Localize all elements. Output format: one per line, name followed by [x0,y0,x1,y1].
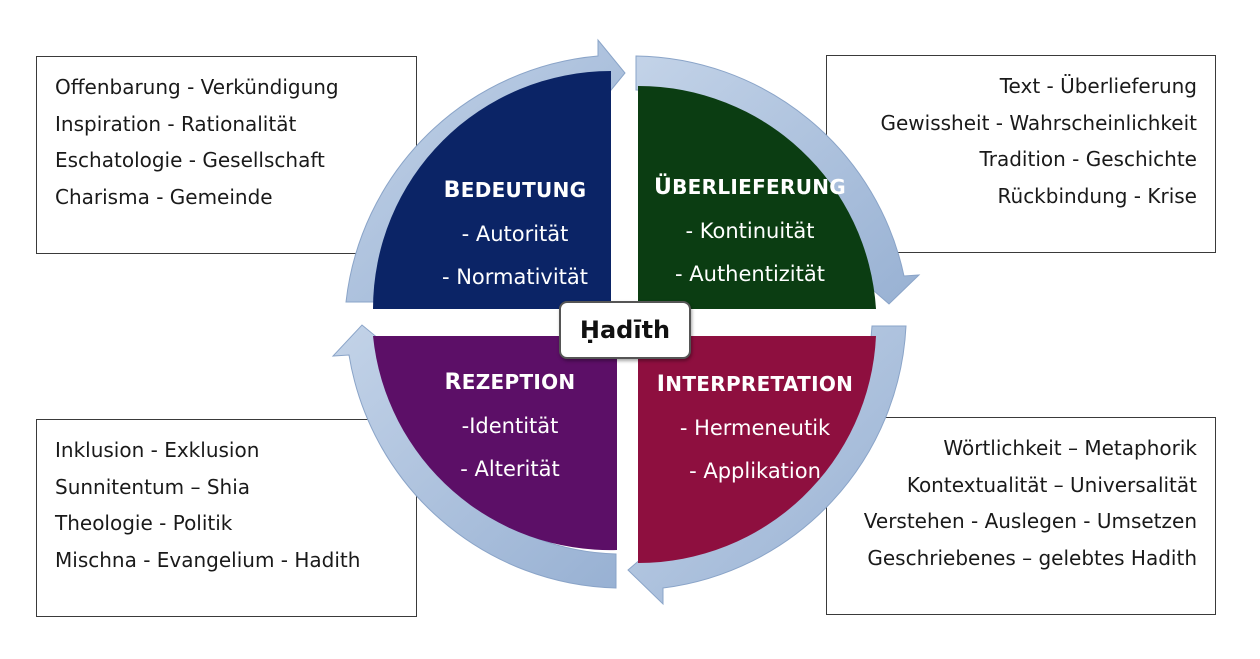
rezeption-item: -Identität [461,414,559,438]
box-line: Rückbindung - Krise [997,183,1197,208]
box-line: Wörtlichkeit – Metaphorik [943,436,1197,460]
interpretation-label-group: INTERPRETATION - Hermeneutik - Applikati… [640,362,870,493]
box-line: Theologie - Politik [55,511,233,535]
bedeutung-title: BEDEUTUNG [443,178,587,203]
interpretation-item: - Applikation [689,459,821,483]
quadrant-bedeutung [373,71,611,309]
box-line: Offenbarung - Verkündigung [55,75,339,99]
ueberlieferung-item: - Authentizität [675,262,825,286]
ueberlieferung-label-group: ÜBERLIEFERUNG - Kontinuität - Authentizi… [640,165,860,296]
ueberlieferung-title: ÜBERLIEFERUNG [653,175,847,200]
box-line: Kontextualität – Universalität [906,472,1197,497]
bedeutung-item: - Autorität [461,222,569,246]
quadrant-rezeption [373,336,617,551]
box-line: Geschriebenes – gelebtes Hadith [867,545,1197,570]
box-line: Inklusion - Exklusion [55,438,260,462]
box-line: Verstehen - Auslegen - Umsetzen [863,509,1197,533]
center-label: Ḥadīth [559,301,691,359]
rezeption-item: - Alterität [460,457,560,481]
box-line: Text - Überlieferung [999,74,1197,98]
rezeption-label-group: REZEPTION -Identität - Alterität [410,360,610,491]
quadrant-interpretation [638,336,876,564]
top-left-box: Offenbarung - Verkündigung Inspiration -… [36,56,417,254]
bedeutung-label-group: BEDEUTUNG - Autorität - Normativität [415,168,615,299]
bedeutung-item: - Normativität [441,265,589,289]
box-line: Mischna - Evangelium - Hadith [55,547,361,572]
interpretation-title: INTERPRETATION [656,372,854,397]
interpretation-item: - Hermeneutik [679,416,831,440]
bottom-right-box: Wörtlichkeit – Metaphorik Kontextualität… [826,417,1216,615]
box-line: Sunnitentum – Shia [55,474,250,499]
box-line: Gewissheit - Wahrscheinlichkeit [880,110,1197,135]
top-right-box: Text - Überlieferung Gewissheit - Wahrsc… [826,55,1216,253]
rezeption-title: REZEPTION [444,370,576,395]
box-line: Tradition - Geschichte [979,147,1197,171]
ueberlieferung-item: - Kontinuität [685,219,815,243]
box-line: Eschatologie - Gesellschaft [55,148,325,172]
bottom-left-box: Inklusion - Exklusion Sunnitentum – Shia… [36,419,417,617]
quadrant-ueberlieferung [638,85,876,309]
box-line: Charisma - Gemeinde [55,184,273,209]
box-line: Inspiration - Rationalität [55,111,297,136]
